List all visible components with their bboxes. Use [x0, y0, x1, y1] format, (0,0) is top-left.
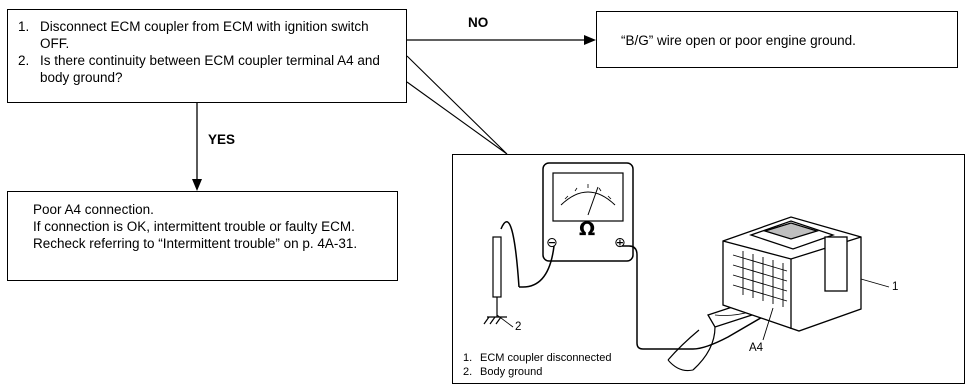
step-1-text: Disconnect ECM coupler from ECM with ign…	[40, 19, 369, 51]
step-2: 2. Is there continuity between ECM coupl…	[18, 52, 396, 86]
step-1-number: 1.	[18, 19, 30, 34]
yes-label: YES	[208, 132, 236, 147]
no-result-box: “B/G” wire open or poor engine ground.	[596, 11, 958, 68]
positive-lead	[622, 245, 784, 350]
callout-a4: A4	[749, 342, 764, 354]
ohmmeter	[542, 162, 634, 262]
plus-terminal: ⊕	[614, 235, 626, 251]
no-arrow-head	[584, 35, 596, 45]
yes-result-box: Poor A4 connection. If connection is OK,…	[7, 191, 398, 281]
step-2-number: 2.	[18, 53, 30, 68]
no-label: NO	[468, 15, 489, 30]
legend-2-number: 2.	[463, 366, 473, 378]
yes-result-line-1: Poor A4 connection.	[33, 202, 154, 217]
callout-1: 1	[892, 281, 899, 293]
ohmmeter-diagram	[483, 162, 890, 371]
legend-1-number: 1.	[463, 352, 473, 364]
minus-terminal: ⊖	[546, 235, 558, 251]
step-2-text: Is there continuity between ECM coupler …	[40, 53, 380, 85]
ground-symbol	[483, 316, 507, 325]
ohm-symbol: Ω	[579, 218, 596, 240]
no-result-text: “B/G” wire open or poor engine ground.	[621, 33, 856, 48]
step-1: 1. Disconnect ECM coupler from ECM with …	[18, 18, 396, 52]
question-box: 1. Disconnect ECM coupler from ECM with …	[7, 9, 407, 103]
yes-result-line-2: If connection is OK, intermittent troubl…	[33, 219, 358, 251]
callout-wedge	[406, 55, 508, 155]
callout-1-leader	[860, 278, 890, 288]
legend-2-text: Body ground	[480, 366, 543, 378]
legend-1-text: ECM coupler disconnected	[480, 352, 612, 364]
illustration-box: Ω ⊖ ⊕ 1 2 A4 1.ECM coupler disconnected …	[452, 154, 965, 384]
callout-2: 2	[515, 321, 522, 333]
ecm-coupler	[722, 216, 862, 332]
ground-probe	[483, 221, 555, 328]
legend-item-2: 2. Body ground	[463, 365, 542, 379]
legend-item-1: 1. ECM coupler disconnected	[463, 351, 611, 365]
callout-a4-leader	[762, 307, 774, 341]
yes-arrow-head	[192, 179, 202, 191]
